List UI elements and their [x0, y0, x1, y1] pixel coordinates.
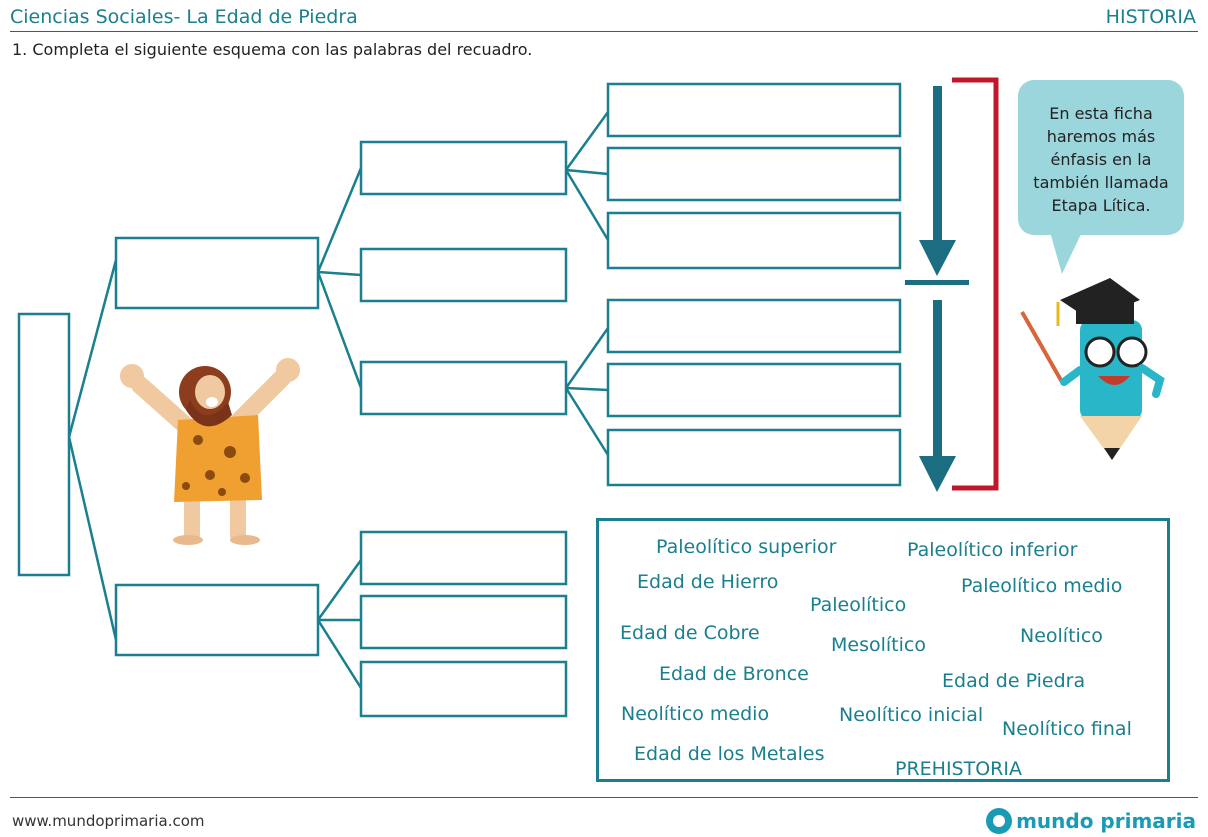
connector-line	[565, 386, 609, 392]
worksheet-title: Ciencias Sociales- La Edad de Piedra	[10, 6, 358, 28]
connector-line	[564, 327, 610, 389]
speech-bubble-tail	[1050, 232, 1082, 274]
word-bank-box: Paleolítico superior Paleolítico inferio…	[596, 518, 1170, 782]
word-bank-item: Neolítico inicial	[839, 704, 984, 726]
connector-line	[317, 270, 362, 277]
arrow-shaft-upper	[933, 86, 942, 246]
connector-line	[316, 619, 363, 689]
answer-box-level2[interactable]	[359, 530, 568, 586]
caveman-illustration	[120, 358, 300, 545]
connector-line	[67, 436, 118, 641]
bubble-text-line: Etapa Lítica.	[1051, 196, 1151, 215]
connector-line	[564, 111, 610, 171]
answer-box-level3[interactable]	[606, 428, 902, 487]
connector-line	[67, 259, 118, 438]
timeline-arrows	[905, 86, 969, 492]
bubble-text-line: también llamada	[1033, 173, 1169, 192]
connector-line	[565, 168, 609, 176]
word-bank-item: Neolítico medio	[621, 703, 770, 725]
arrow-shaft-lower	[933, 300, 942, 460]
brand-name: mundo primaria	[1016, 809, 1196, 833]
connector-line	[316, 167, 363, 273]
answer-box-level2[interactable]	[359, 360, 568, 416]
word-bank-item: Paleolítico superior	[656, 536, 837, 558]
word-bank-item: Neolítico	[1020, 625, 1103, 647]
word-bank-item: Paleolítico medio	[961, 575, 1123, 597]
bubble-text-line: En esta ficha	[1049, 104, 1153, 123]
answer-box-level2[interactable]	[359, 247, 568, 303]
speech-bubble: En esta ficha haremos más énfasis en la …	[1018, 80, 1184, 235]
answer-box-level2[interactable]	[359, 594, 568, 650]
word-bank-item: Edad de Hierro	[637, 571, 779, 593]
word-bank-item: PREHISTORIA	[895, 758, 1022, 780]
word-bank-item: Mesolítico	[831, 634, 926, 656]
answer-box-root[interactable]	[17, 312, 71, 577]
timeline-separator	[905, 280, 969, 285]
footer-website-link[interactable]: www.mundoprimaria.com	[12, 812, 205, 830]
header-divider	[10, 31, 1198, 32]
subject-label: HISTORIA	[1105, 6, 1196, 28]
word-bank-item: Neolítico final	[1002, 718, 1132, 740]
bubble-text-line: énfasis en la	[1050, 150, 1152, 169]
connector-line	[316, 271, 363, 389]
word-bank-item: Edad de los Metales	[634, 743, 825, 765]
connector-line	[564, 169, 610, 241]
arrow-head-upper	[919, 240, 956, 276]
answer-box-level3[interactable]	[606, 362, 902, 418]
brand-logo-icon	[986, 808, 1013, 834]
answer-box-level1-top[interactable]	[114, 236, 320, 310]
pencil-mascot-illustration	[1020, 278, 1165, 460]
word-bank-item: Edad de Piedra	[942, 670, 1086, 692]
answer-box-level1-bottom[interactable]	[114, 583, 320, 657]
arrow-head-lower	[919, 456, 956, 492]
exercise-instruction: 1. Completa el siguiente esquema con las…	[12, 40, 533, 59]
answer-box-level2[interactable]	[359, 140, 568, 196]
bubble-text-line: haremos más	[1046, 127, 1156, 146]
answer-box-level3[interactable]	[606, 298, 902, 354]
bracket-line	[952, 77, 999, 491]
answer-box-level2[interactable]	[359, 660, 568, 718]
word-bank-item: Edad de Cobre	[620, 622, 760, 644]
footer-divider	[10, 797, 1198, 798]
footer-brand: mundo primaria	[986, 808, 1196, 834]
connector-line	[564, 387, 610, 456]
word-bank-item: Paleolítico	[810, 594, 907, 616]
answer-box-level3[interactable]	[606, 146, 902, 202]
answer-box-level3[interactable]	[606, 82, 902, 138]
answer-box-level3[interactable]	[606, 211, 902, 270]
word-bank-item: Paleolítico inferior	[907, 539, 1078, 561]
word-bank-item: Edad de Bronce	[659, 663, 809, 685]
connector-line	[316, 559, 363, 621]
